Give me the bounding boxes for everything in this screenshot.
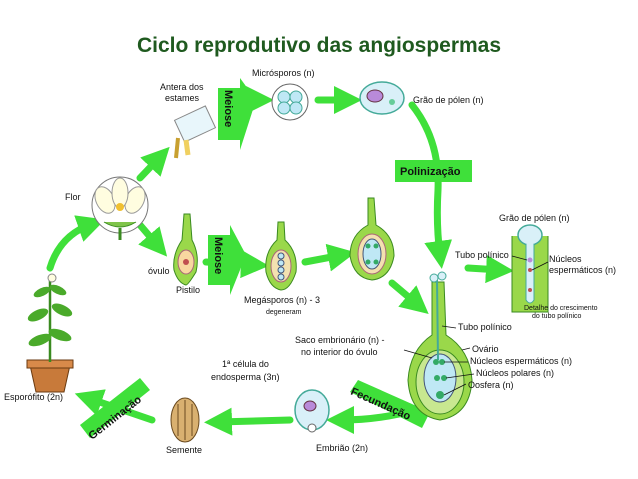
tube-detail-pollen-label: Grão de pólen (n) [499, 213, 570, 223]
flower-label: Flor [65, 192, 81, 202]
polinizacao-label: Polinização [400, 166, 461, 178]
flower-illustration [91, 176, 149, 240]
sperm-nuclei-label: Núcleos espermáticos (n) [470, 356, 572, 366]
tube-detail-callouts [511, 255, 549, 271]
endosperm-cell-illustration [294, 389, 330, 433]
stage-meiose-mid: Meiose [208, 225, 246, 295]
ovule-label: óvulo [148, 266, 170, 276]
diagram-title: Ciclo reprodutivo das angiospermas [136, 34, 502, 57]
polar-nuclei-label: Núcleos polares (n) [476, 368, 554, 378]
egg-cell-label: Oosfera (n) [468, 380, 514, 390]
anther-label-2: estames [165, 93, 200, 103]
arrow-sporophyte-to-flower [46, 215, 106, 272]
megaspores-illustration [265, 221, 297, 291]
microspores-label: Micrósporos (n) [252, 68, 315, 78]
sporophyte-illustration [26, 273, 74, 393]
pistil-illustration [173, 213, 198, 286]
tube-detail-caption-2: do tubo polínico [532, 313, 582, 320]
embryo-sac-pistil-illustration [349, 197, 395, 281]
anther-label-1: Antera dos [160, 82, 204, 92]
pollen-tube-label: Tubo polínico [458, 322, 512, 332]
sporophyte-label: Esporófito (2n) [4, 392, 63, 402]
tube-detail-nuclei-label-1: Núcleos [549, 254, 582, 264]
arrow-endosperm-to-seed [204, 407, 294, 436]
pistil-label: Pistilo [176, 285, 200, 295]
pollen-grain-label: Grão de pólen (n) [413, 95, 484, 105]
meiose-top-label: Meiose [222, 90, 234, 127]
arrow-flower-to-anther [136, 146, 170, 182]
embryo-label: Embrião (2n) [316, 443, 368, 453]
arrow-to-tube-detail [464, 255, 514, 284]
embryo-sac-label-1: Saco embrionário (n) - [295, 335, 385, 345]
stage-germinacao: Germinação [80, 378, 150, 442]
microspores-illustration [271, 83, 309, 121]
arrow-pollination [408, 101, 453, 269]
ovary-label: Ovário [472, 344, 499, 354]
endosperm-label-1: 1ª célula do [222, 359, 269, 369]
tube-detail-caption-1: Detalhe do crescimento [524, 305, 598, 312]
endosperm-label-2: endosperma (3n) [211, 372, 280, 382]
megaspores-degenerate-label: degeneram [266, 309, 302, 316]
arrow-sac-to-fertilization [388, 279, 429, 315]
fertilization-callout-lines [403, 325, 475, 396]
pollen-tube-detail-illustration [511, 224, 549, 313]
arrow-megaspores-to-sac [301, 243, 356, 272]
pollen-grain-illustration [359, 81, 405, 115]
meiose-mid-label: Meiose [212, 237, 224, 274]
stage-polinizacao: Polinização [395, 160, 472, 182]
tube-detail-nuclei-label-2: espermáticos (n) [549, 265, 616, 275]
seed-illustration [170, 397, 200, 443]
megaspores-label: Megásporos (n) - 3 [244, 295, 320, 305]
arrow-flower-to-pistil [136, 221, 168, 257]
seed-label: Semente [166, 445, 202, 455]
anther-illustration [173, 105, 217, 159]
tube-detail-tube-label: Tubo polínico [455, 250, 509, 260]
fertilization-pistil-illustration [407, 271, 473, 421]
stage-meiose-top: Meiose [218, 78, 256, 150]
embryo-sac-label-2: no interior do óvulo [301, 347, 378, 357]
